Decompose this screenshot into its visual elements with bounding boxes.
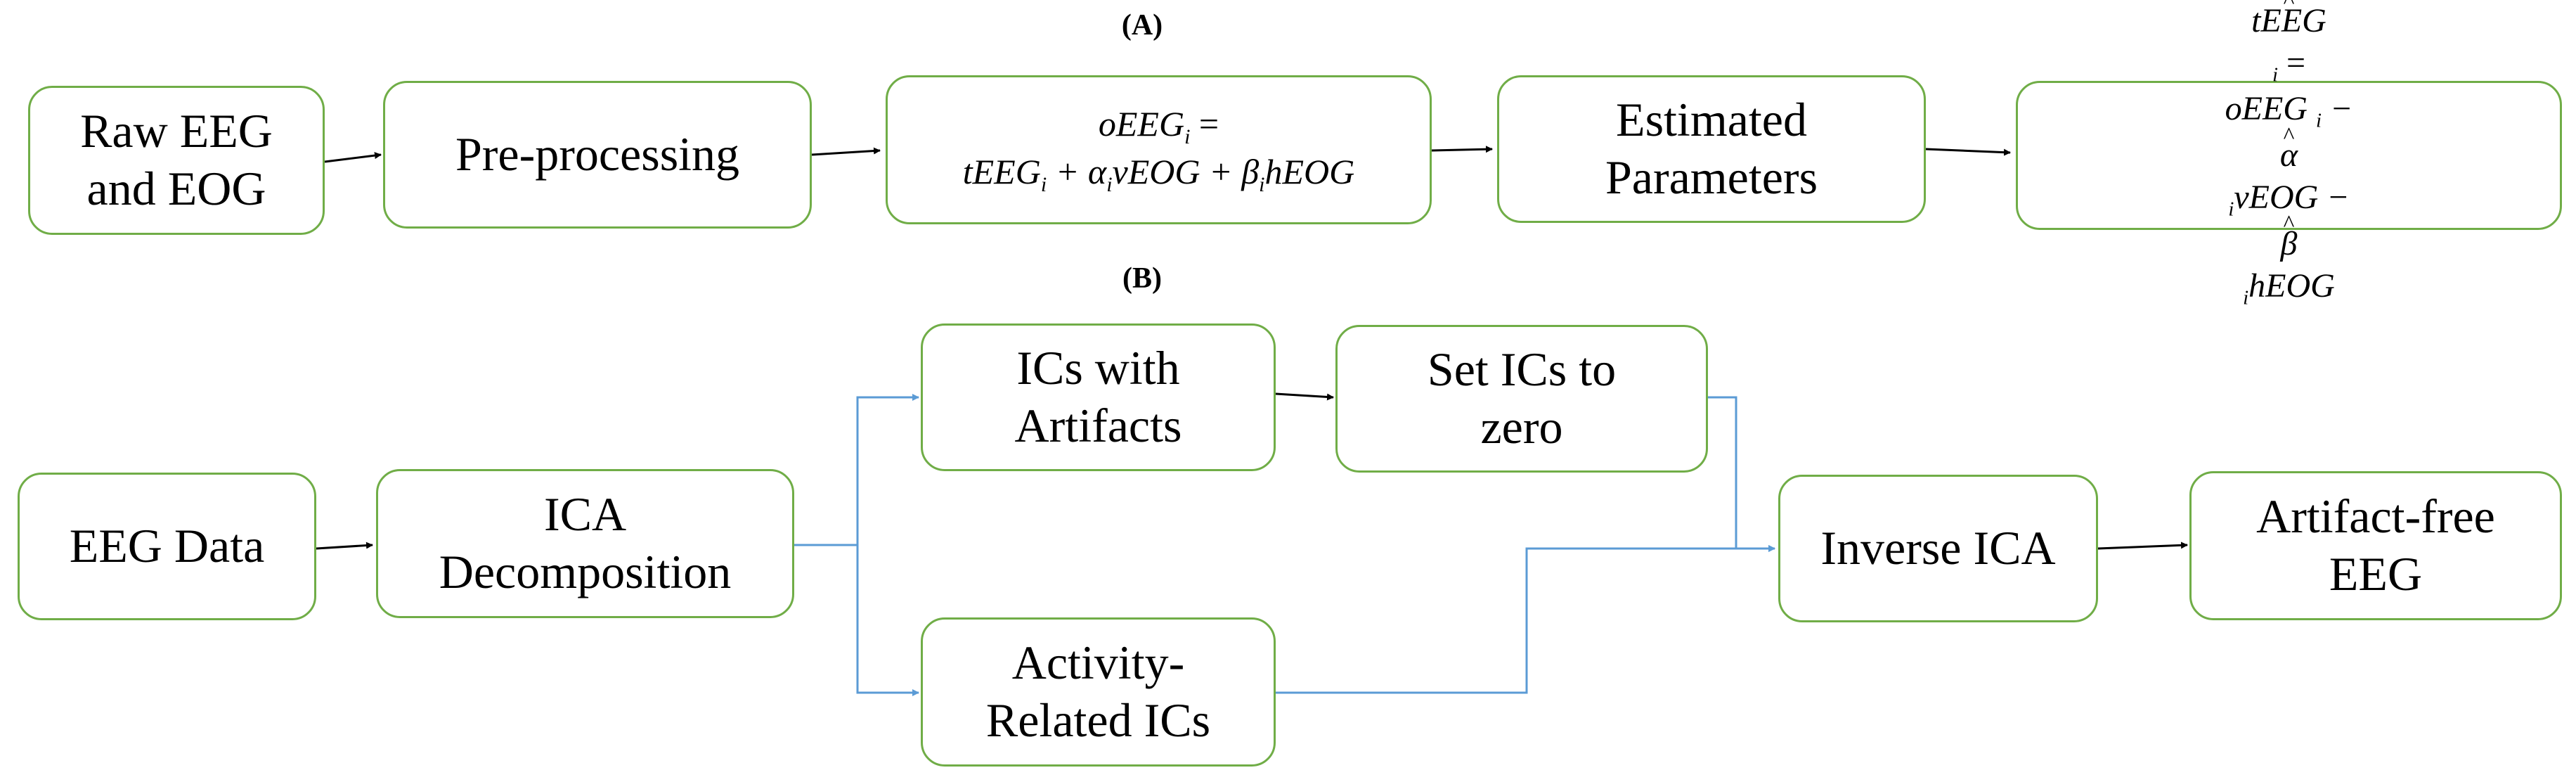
setzero-line-1: Set ICs to <box>1427 342 1617 397</box>
activity-line-1: Activity- <box>1011 636 1185 690</box>
observed-eeg-equation-box: oEEGi = tEEGi + αivEOG + βihEOG <box>886 75 1432 224</box>
free-line-2: EEG <box>2329 547 2423 601</box>
true-eeg-equation-box: tEEGi = oEEG i − αivEOG − βihEOG <box>2016 2 2562 309</box>
panel-a-label: (A) <box>1121 9 1163 41</box>
inverse-ica-box: Inverse ICA <box>1778 475 2098 622</box>
eq1-line-2: tEEGi + αivEOG + βihEOG <box>962 152 1355 196</box>
icsart-line-1: ICs with <box>1016 341 1180 395</box>
ica-line-1: ICA <box>543 487 627 541</box>
eq2-line-2: oEEG i − αivEOG − βihEOG <box>2225 88 2353 311</box>
activity-related-ics-box: Activity-Related ICs <box>921 617 1276 767</box>
raw-line-1: Raw EEG <box>80 104 273 158</box>
connector-setzero-to-inverse <box>1708 396 1775 552</box>
raw-line-2: and EOG <box>86 162 266 215</box>
connector-ica-to-icsart <box>794 394 919 546</box>
activity-line-2: Related ICs <box>985 693 1211 747</box>
arrow-eq1-to-est <box>1431 146 1493 153</box>
eq1-line-1: oEEGi = <box>1098 103 1219 148</box>
arrow-icsart-to-setzero <box>1275 392 1334 401</box>
free-line-1: Artifact-free <box>2256 489 2495 544</box>
arrow-inverse-to-free <box>2097 541 2188 550</box>
preprocessing-box: Pre-processing <box>383 81 812 229</box>
eeg-data-box: EEG Data <box>18 473 316 620</box>
connector-activity-to-inverse <box>1276 545 1775 694</box>
preprocessing-label: Pre-processing <box>455 127 740 181</box>
est-line-1: Estimated <box>1616 93 1807 147</box>
arrow-raw-to-pre <box>324 152 382 163</box>
eeg-data-label: EEG Data <box>69 519 265 573</box>
inverse-ica-label: Inverse ICA <box>1820 521 2056 575</box>
est-line-2: Parameters <box>1605 150 1818 204</box>
arrow-est-to-eq2 <box>1925 148 2011 156</box>
ica-line-2: Decomposition <box>439 545 732 598</box>
connector-ica-to-activity <box>856 545 919 696</box>
panel-b-label: (B) <box>1122 262 1162 295</box>
arrow-pre-to-eq1 <box>811 147 881 156</box>
eq2-line-1: tEEGi = <box>2225 0 2353 88</box>
icsart-line-2: Artifacts <box>1014 399 1182 452</box>
setzero-line-2: zero <box>1480 400 1563 454</box>
arrow-eeg-to-ica <box>316 541 373 550</box>
